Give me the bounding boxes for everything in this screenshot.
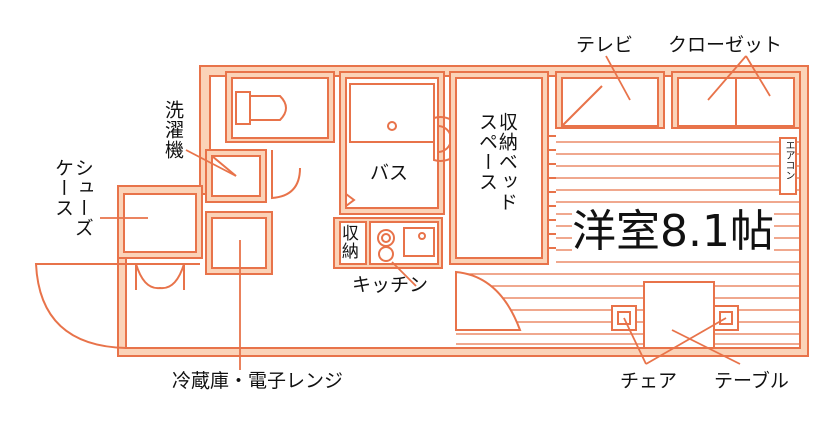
table — [643, 281, 715, 349]
label-room: 洋室8.1帖 — [572, 206, 774, 257]
label-table: テーブル — [714, 370, 789, 392]
label-bath: バス — [370, 162, 409, 184]
door-swing-1 — [271, 150, 301, 200]
toilet-bowl — [249, 95, 287, 121]
living-door — [455, 270, 522, 331]
label-closet: クローゼット — [668, 34, 783, 56]
label-washer: 洗濯機 — [161, 100, 184, 160]
label-aircon: エアコン — [783, 140, 794, 180]
label-bed-storage: 収納ベッドスペース — [475, 112, 518, 212]
label-storage: 収納 — [337, 224, 358, 260]
bathtub — [349, 83, 435, 143]
aircon — [779, 137, 797, 195]
label-tv: テレビ — [576, 34, 634, 56]
label-chair: チェア — [620, 370, 678, 392]
entry-door — [34, 263, 127, 349]
label-fridge-microwave: 冷蔵庫・電子レンジ — [172, 370, 344, 392]
label-kitchen: キッチン — [352, 274, 429, 296]
bed-storage-ticks — [548, 135, 556, 249]
label-shoe-case: シューズケース — [51, 158, 94, 238]
